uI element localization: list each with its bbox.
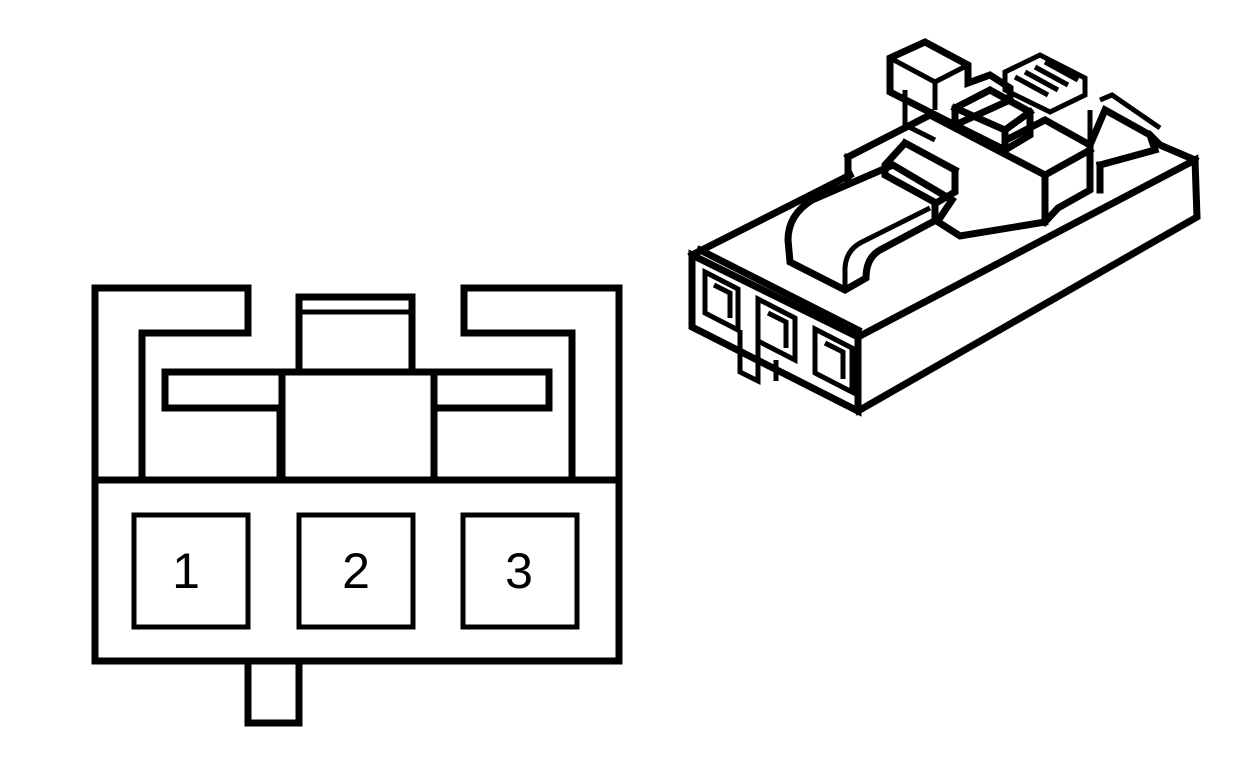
iso-right-side — [853, 154, 1201, 416]
pin-cavity-2: 2 — [296, 512, 416, 630]
iso-key-tab — [737, 330, 779, 386]
iso-latch-arm-inner — [842, 205, 932, 290]
latch-release-button — [295, 293, 416, 376]
latch-center-block — [278, 368, 438, 484]
pin-label: 2 — [342, 543, 370, 599]
latch-bar-left — [161, 368, 286, 484]
pin-label: 3 — [505, 543, 533, 599]
iso-cavity-3 — [812, 324, 855, 397]
connector-face-view: 1 2 3 — [91, 284, 623, 727]
iso-cavity-2 — [755, 294, 798, 365]
connector-isometric-view — [687, 38, 1201, 417]
iso-rear-housing — [886, 38, 1014, 129]
iso-right-upper-block — [1005, 116, 1095, 227]
connector-outer-shell — [91, 284, 252, 484]
iso-latch-button — [881, 138, 960, 208]
pin-cavity-1: 1 — [131, 512, 251, 630]
pin-label: 1 — [172, 543, 200, 599]
iso-back-edge — [1087, 92, 1162, 140]
connector-key-tab — [244, 657, 303, 727]
connector-lower-body — [91, 476, 623, 665]
iso-rear-wall — [902, 90, 937, 143]
iso-latch-arm — [784, 161, 957, 294]
pin-cavity-3: 3 — [460, 512, 580, 630]
iso-rear-housing-detail — [888, 55, 970, 110]
latch-bar-right — [430, 368, 553, 484]
iso-top-edge — [687, 170, 863, 335]
iso-cavity-1 — [702, 267, 741, 335]
iso-right-guide — [1085, 105, 1200, 194]
connector-outer-shell-right — [460, 284, 623, 484]
iso-ribbed-grip — [1002, 52, 1088, 115]
iso-rear-lock-tab — [950, 86, 1035, 154]
